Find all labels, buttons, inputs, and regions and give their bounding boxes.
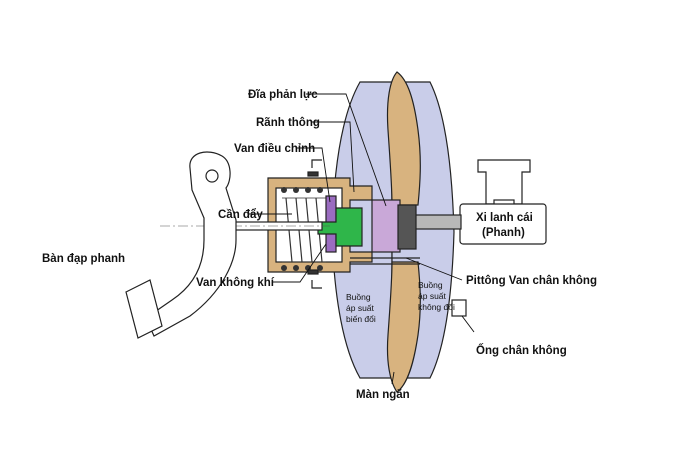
output-rod	[414, 214, 462, 230]
reaction-disc	[371, 199, 401, 253]
master-cylinder	[451, 159, 547, 317]
label-buong-khong-doi-line-1: Buồng	[418, 280, 443, 290]
pedal-pivot	[205, 169, 219, 183]
vacuum-channel	[350, 257, 420, 265]
push-rod	[160, 221, 330, 231]
label-buong-khong-doi-line-3: không đổi	[418, 302, 455, 312]
label-xi-lanh-cai: Xi lanh cái (Phanh)	[476, 212, 533, 239]
spring-coils-dots	[281, 187, 323, 271]
label-buong-bien-doi-line-1: Buồng	[346, 292, 371, 302]
valve-plunger	[317, 207, 363, 247]
label-can-day: Cần đẩy	[218, 209, 263, 221]
brake-pedal	[125, 151, 237, 339]
label-buong-bien-doi-line-3: biến đổi	[346, 314, 376, 324]
label-pittong-van-chan-khong: Pittông Van chân không	[466, 275, 597, 287]
power-piston	[397, 204, 417, 250]
pedal-pad	[125, 279, 163, 339]
label-xi-lanh-cai-line-1: Xi lanh cái	[476, 212, 533, 224]
diaphragm-upper	[386, 71, 421, 206]
diaphragm	[386, 71, 421, 393]
label-buong-khong-doi: Buồng áp suất không đổi	[418, 280, 455, 312]
reservoir	[477, 159, 531, 205]
diaphragm-lower	[386, 261, 421, 393]
seals	[307, 159, 322, 289]
label-buong-bien-doi: Buồng áp suất biến đổi	[346, 292, 376, 324]
label-ban-dap-phanh: Bàn đạp phanh	[42, 253, 125, 265]
label-ong-chan-khong: Ống chân không	[476, 343, 567, 357]
label-ranh-thong: Rãnh thông	[256, 117, 320, 129]
label-van-dieu-chinh: Van điều chỉnh	[234, 143, 315, 155]
label-van-khong-khi: Van không khí	[196, 277, 275, 289]
label-man-ngan: Màn ngăn	[356, 389, 410, 401]
leader-lines	[248, 93, 475, 385]
vacuum-port	[451, 299, 467, 317]
label-buong-khong-doi-line-2: áp suất	[418, 291, 447, 301]
label-xi-lanh-cai-line-2: (Phanh)	[482, 227, 525, 239]
label-buong-bien-doi-line-2: áp suất	[346, 303, 375, 313]
label-dia-phan-luc: Đĩa phản lực	[248, 89, 318, 101]
pedal-arm	[145, 151, 237, 337]
